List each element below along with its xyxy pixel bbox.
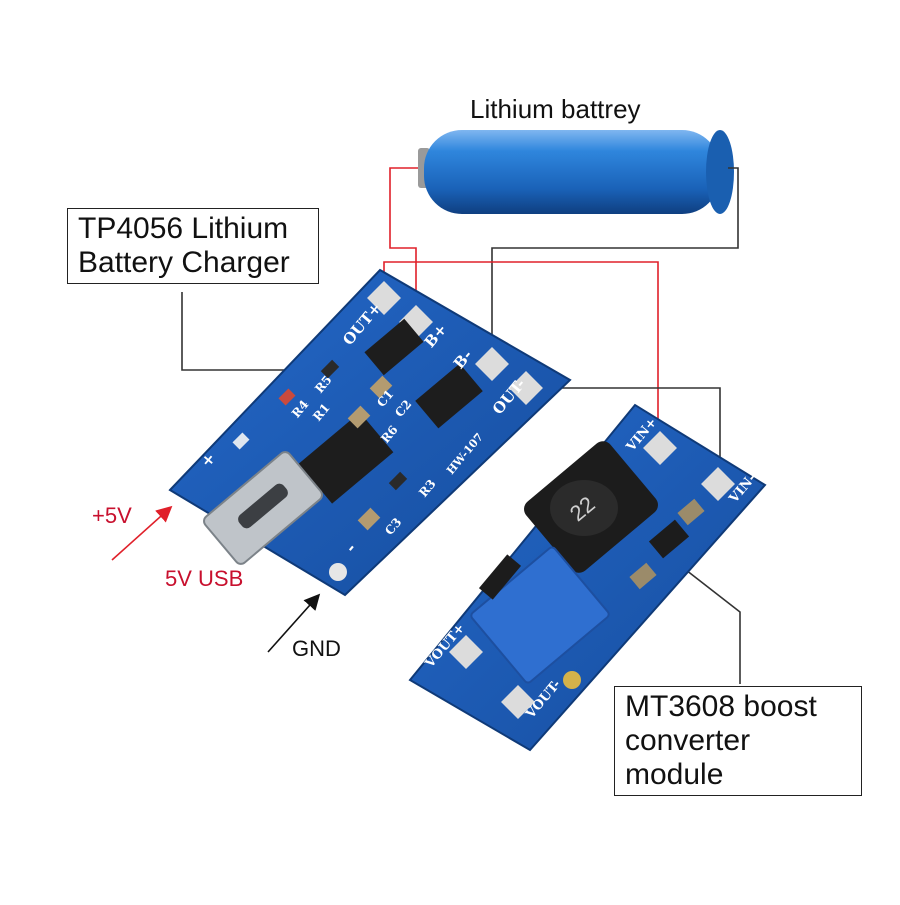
wires xyxy=(181,167,741,684)
led-blue xyxy=(232,432,250,450)
led-red xyxy=(278,388,296,406)
battery-label: Lithium battrey xyxy=(470,94,641,124)
leader-charger xyxy=(181,292,318,371)
plus5v-label: +5V xyxy=(92,503,132,528)
charger-callout: TP4056 Lithium Battery Charger xyxy=(67,208,319,284)
charger-callout-line2: Battery Charger xyxy=(78,246,290,279)
pad-vout-minus xyxy=(501,685,535,719)
boost-capacitor-1 xyxy=(677,498,705,526)
battery-end-cap xyxy=(706,130,734,214)
arrow-gnd xyxy=(267,593,321,653)
capacitor-c1 xyxy=(369,375,393,399)
mounting-hole xyxy=(329,563,347,581)
wire-battery-plus xyxy=(389,167,418,310)
usb-label: 5V USB xyxy=(165,566,244,591)
pad-vout-plus xyxy=(449,635,483,669)
boost-callout: MT3608 boost converter module xyxy=(614,686,862,796)
leader-boost xyxy=(685,569,741,684)
diode xyxy=(478,554,522,600)
boost-callout-line1: MT3608 boost xyxy=(625,690,817,723)
boost-capacitor-2 xyxy=(629,562,657,590)
boost-callout-line2: converter module xyxy=(625,724,751,791)
charger-callout-line1: TP4056 Lithium xyxy=(78,212,289,245)
pad-out-plus xyxy=(367,281,401,315)
tp4056-chip xyxy=(298,412,394,504)
arrow-plus5v xyxy=(111,505,173,561)
pad-out-minus xyxy=(509,371,543,405)
mosfet-chip xyxy=(415,363,483,429)
lithium-battery xyxy=(418,130,734,214)
tp4056-board: OUT+ B+ B- OUT- R5 R4 R1 C1 C2 R6 R3 C3 … xyxy=(168,268,572,597)
wire-out-minus-vin-minus xyxy=(530,387,721,480)
inductor-top xyxy=(550,480,618,536)
potentiometer xyxy=(470,546,610,684)
mt3608-chip xyxy=(648,519,690,559)
battery-body xyxy=(424,130,720,214)
resistor-r5 xyxy=(320,359,340,379)
capacitor-c2 xyxy=(347,405,371,429)
pad-b-minus xyxy=(475,347,509,381)
gnd-label: GND xyxy=(292,636,341,661)
wire-battery-minus xyxy=(491,167,739,360)
pad-vin-minus xyxy=(701,467,735,501)
pad-vin-plus xyxy=(643,431,677,465)
potentiometer-screw xyxy=(563,671,581,689)
capacitor-c3 xyxy=(357,507,381,531)
micro-usb-opening xyxy=(238,483,288,529)
resistor-r3 xyxy=(388,471,408,491)
protection-chip xyxy=(364,318,424,376)
